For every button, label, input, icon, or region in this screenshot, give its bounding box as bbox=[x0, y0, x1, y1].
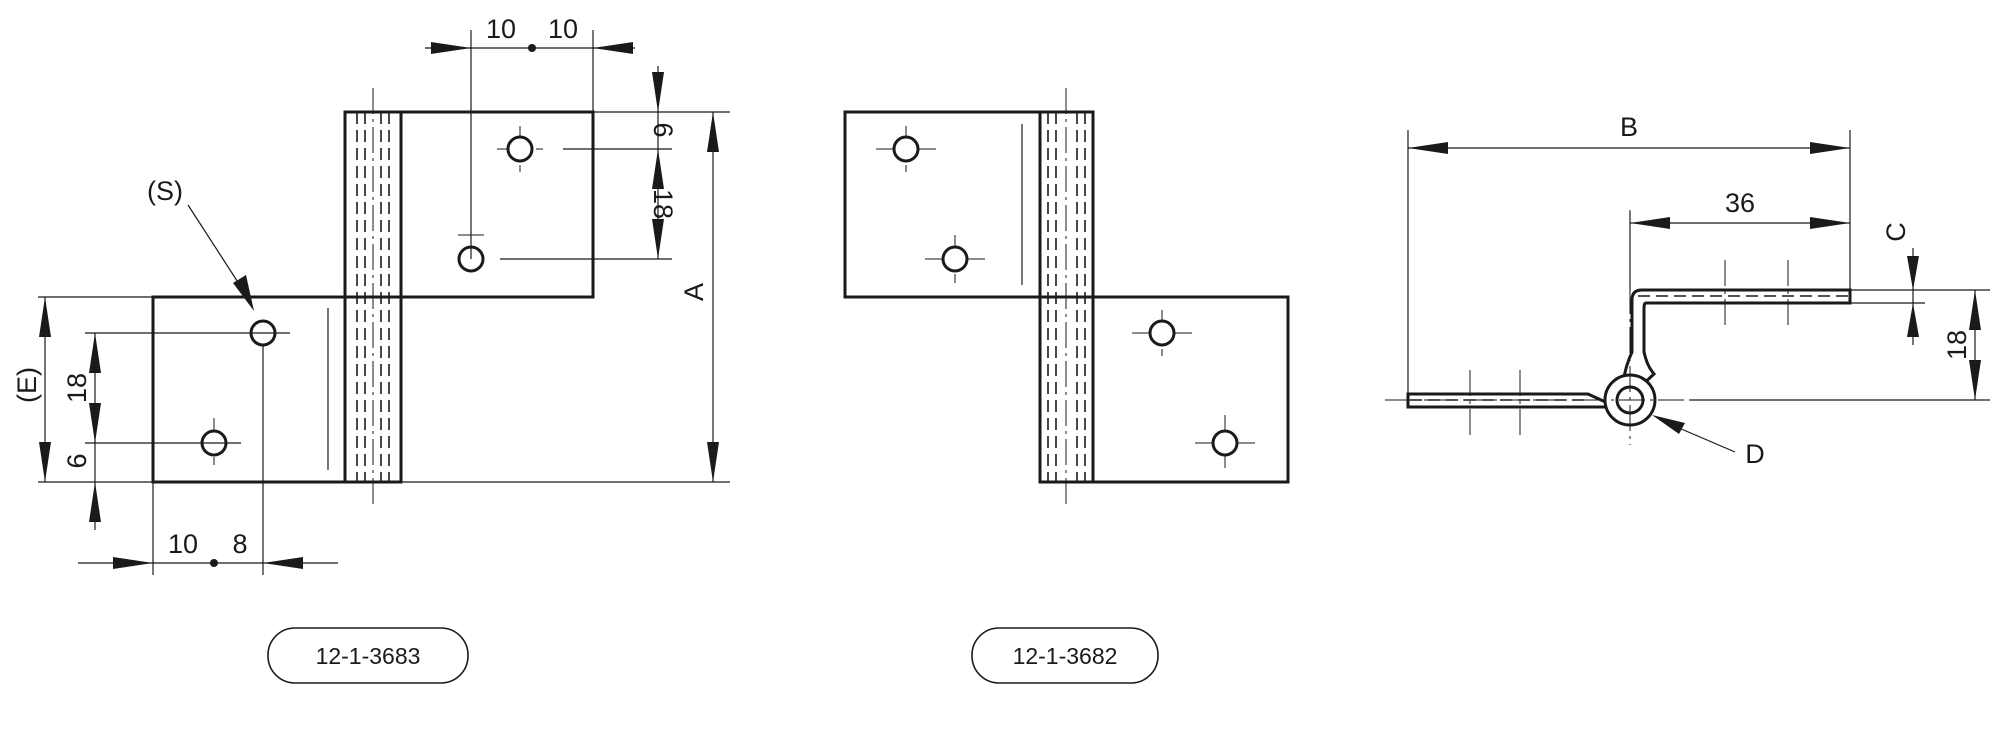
hinge-side-view: B 36 C 18 D bbox=[1385, 112, 1990, 469]
upper-plate-outline bbox=[343, 110, 595, 299]
dim-36-label: 36 bbox=[1725, 188, 1755, 218]
part-code-3682: 12-1-3682 bbox=[1013, 643, 1118, 669]
arrowhead bbox=[707, 442, 719, 482]
dim-e-label: (E) bbox=[12, 367, 42, 403]
leaf-profile-outer bbox=[1406, 288, 1852, 409]
arrowhead bbox=[1907, 256, 1919, 290]
lower-plate-outline bbox=[151, 295, 403, 484]
hinge-view-3683: 10 10 6 18 A (S) (E) 18 6 10 bbox=[12, 14, 730, 684]
arrowhead bbox=[1969, 360, 1981, 400]
arrowhead bbox=[1969, 290, 1981, 330]
part-code-badge-3683 bbox=[267, 627, 469, 684]
upper-plate-outline bbox=[843, 110, 1095, 299]
arrowhead bbox=[1652, 415, 1685, 434]
arrowhead bbox=[113, 557, 153, 569]
dim-d-label: D bbox=[1745, 439, 1765, 469]
hole-lower-b bbox=[1195, 415, 1255, 468]
arrowhead bbox=[263, 557, 303, 569]
arrowhead bbox=[89, 403, 101, 443]
dimension-dot bbox=[528, 44, 536, 52]
leader-line-d bbox=[1671, 424, 1736, 453]
part-code-badge-3682 bbox=[971, 627, 1159, 684]
dim-bottom-8: 8 bbox=[232, 529, 247, 559]
dim-18-label: 18 bbox=[1942, 330, 1972, 360]
part-code-3683: 12-1-3683 bbox=[316, 643, 421, 669]
hole-upper-a bbox=[497, 126, 543, 172]
dim-top-10-right: 10 bbox=[548, 14, 578, 44]
arrowhead bbox=[89, 482, 101, 522]
hole-upper-b bbox=[925, 235, 985, 283]
arrowhead bbox=[39, 442, 51, 482]
arrowhead bbox=[652, 72, 664, 112]
dim-right-6: 6 bbox=[648, 122, 678, 137]
leader-line-s bbox=[187, 204, 244, 291]
arrowhead bbox=[593, 42, 633, 54]
hole-lower-a bbox=[1132, 310, 1192, 356]
label-s: (S) bbox=[147, 176, 183, 206]
dimension-dot bbox=[210, 559, 218, 567]
hole-lower-b bbox=[200, 418, 228, 465]
arrowhead bbox=[707, 112, 719, 152]
arrowhead bbox=[233, 275, 254, 311]
arrowhead bbox=[1907, 303, 1919, 337]
arrowhead bbox=[1630, 217, 1670, 229]
arrowhead bbox=[431, 42, 471, 54]
arrowhead bbox=[1408, 142, 1448, 154]
lower-plate-outline bbox=[1038, 295, 1290, 484]
dim-left-18: 18 bbox=[62, 373, 92, 403]
dim-bottom-10: 10 bbox=[168, 529, 198, 559]
arrowhead bbox=[39, 297, 51, 337]
dim-right-18: 18 bbox=[648, 189, 678, 219]
arrowhead bbox=[652, 149, 664, 189]
dim-c-label: C bbox=[1881, 222, 1911, 242]
hinge-view-3682: 12-1-3682 bbox=[843, 88, 1290, 684]
dim-b-label: B bbox=[1620, 112, 1638, 142]
dim-top-10-left: 10 bbox=[486, 14, 516, 44]
arrowhead bbox=[652, 219, 664, 259]
dim-left-6: 6 bbox=[62, 453, 92, 468]
arrowhead bbox=[1810, 142, 1850, 154]
arrowhead bbox=[89, 333, 101, 373]
hole-upper-a bbox=[876, 126, 936, 172]
arrowhead bbox=[1810, 217, 1850, 229]
dim-a-label: A bbox=[679, 283, 709, 301]
